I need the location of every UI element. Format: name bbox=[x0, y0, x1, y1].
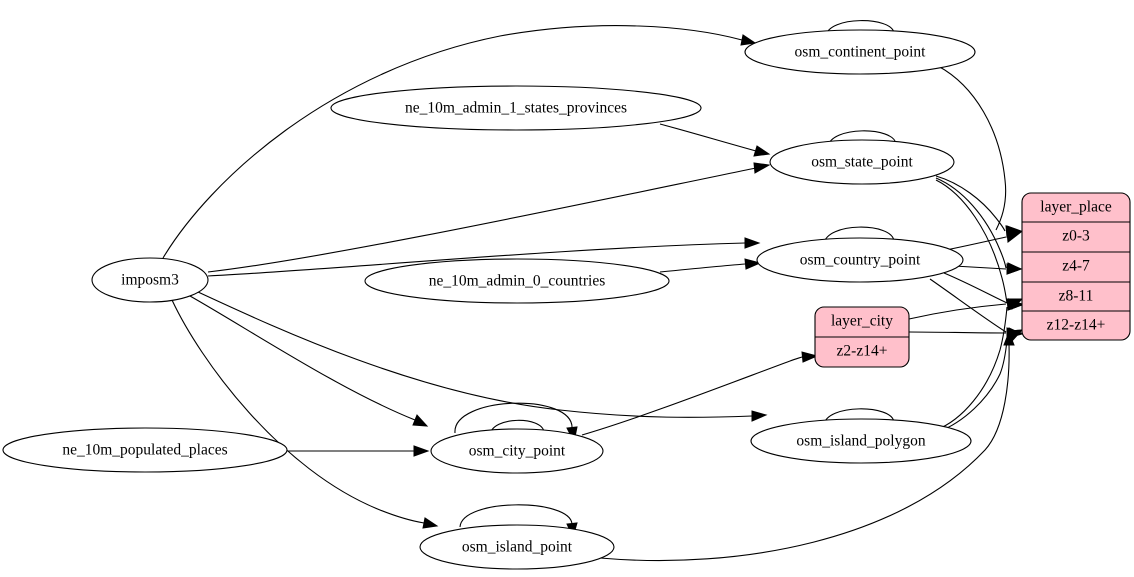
node-layer-place-body[interactable] bbox=[1021, 192, 1131, 341]
selfloop-osm-city-point-outer bbox=[454, 402, 573, 434]
edge-layer-city-to-layer-place-z8-11 bbox=[908, 303, 1007, 320]
node-ne-10m-admin-0-countries[interactable]: ne_10m_admin_0_countries bbox=[364, 258, 670, 304]
edge-osm-country-point-to-layer-place-z12-z14 bbox=[929, 278, 1007, 333]
node-osm-state-point[interactable]: osm_state_point bbox=[769, 139, 955, 185]
edge-layer-city-to-layer-place-z12-z14 bbox=[908, 331, 1007, 334]
node-imposm3[interactable]: imposm3 bbox=[91, 257, 209, 303]
node-osm-continent-point[interactable]: osm_continent_point bbox=[744, 29, 976, 75]
edge-osm-country-point-to-layer-place-z8-11 bbox=[943, 272, 1008, 304]
arrow-imposm3-to-osm-country-point bbox=[744, 237, 761, 249]
arrow-imposm3-to-osm-continent-point bbox=[740, 34, 757, 46]
edge-osm-state-point-to-layer-place-z0-3 bbox=[935, 175, 1006, 232]
node-ne-states-shape[interactable] bbox=[330, 85, 702, 131]
arrow-imposm3-to-osm-city-point bbox=[412, 414, 429, 427]
edge-osm-country-point-to-layer-place-z0-3 bbox=[945, 236, 1007, 251]
node-ne-10m-populated-places[interactable]: ne_10m_populated_places bbox=[2, 427, 288, 473]
node-osm-island-polygon-shape[interactable] bbox=[750, 418, 972, 464]
node-osm-island-point[interactable]: osm_island_point bbox=[419, 524, 615, 570]
edge-imposm3-to-osm-state-point bbox=[207, 167, 757, 273]
edge-imposm3-to-osm-island-polygon bbox=[197, 291, 753, 418]
arrow-osm-island-point-to-layer-place-z12-z14 bbox=[1003, 330, 1015, 346]
edge-imposm3-to-osm-city-point bbox=[189, 295, 416, 421]
edge-osm-island-point-to-layer-place-z12-z14 bbox=[599, 343, 1010, 562]
selfloop-osm-island-point bbox=[459, 504, 573, 528]
edge-imposm3-to-osm-island-point bbox=[171, 299, 425, 524]
arrow-osm-island-polygon-to-layer-place-z8-11 bbox=[1007, 298, 1024, 310]
node-layer-city[interactable]: layer_city z2-z14+ bbox=[814, 306, 910, 368]
edge-imposm3-to-osm-country-point bbox=[207, 242, 746, 277]
arrow-osm-country-point-to-layer-place-z0-3 bbox=[1006, 231, 1023, 243]
selfloop-osm-island-polygon bbox=[823, 408, 895, 426]
arrow-osm-country-point-to-layer-place-z4-7 bbox=[1006, 263, 1023, 275]
node-osm-country-point[interactable]: osm_country_point bbox=[756, 237, 964, 283]
node-osm-island-polygon[interactable]: osm_island_polygon bbox=[750, 418, 972, 464]
arrow-imposm3-to-osm-state-point bbox=[753, 162, 771, 174]
node-osm-city-point[interactable]: osm_city_point bbox=[430, 428, 604, 474]
node-ne-populated-shape[interactable] bbox=[2, 427, 288, 473]
node-ne-countries-shape[interactable] bbox=[364, 258, 670, 304]
edge-osm-state-point-to-layer-place-z4-7 bbox=[935, 177, 1007, 269]
node-layer: imposm3 ne_10m_admin_1_states_provinces … bbox=[2, 29, 1131, 570]
arrow-imposm3-to-osm-island-polygon bbox=[751, 410, 768, 422]
edge-osm-state-point-to-layer-place-z8-11 bbox=[935, 179, 1008, 304]
edge-osm-continent-point-to-layer-place-z0-3 bbox=[937, 65, 1007, 231]
node-osm-country-point-shape[interactable] bbox=[756, 237, 964, 283]
node-imposm3-shape[interactable] bbox=[91, 257, 209, 303]
edge-osm-island-polygon-to-layer-place-z12-z14 bbox=[937, 339, 1008, 433]
arrow-ne-populated-to-osm-city-point bbox=[413, 445, 430, 457]
edge-ne-states-to-osm-state-point bbox=[659, 123, 757, 152]
node-osm-state-point-shape[interactable] bbox=[769, 139, 955, 185]
node-osm-continent-point-shape[interactable] bbox=[744, 29, 976, 75]
arrow-imposm3-to-osm-island-point bbox=[422, 517, 439, 529]
edge-osm-island-polygon-to-layer-place-z8-11 bbox=[935, 306, 1008, 431]
edge-ne-countries-to-osm-country-point bbox=[659, 263, 746, 273]
node-ne-10m-admin-1-states-provinces[interactable]: ne_10m_admin_1_states_provinces bbox=[330, 85, 702, 131]
arrow-ne-states-to-osm-state-point bbox=[753, 145, 771, 157]
node-osm-city-point-shape[interactable] bbox=[430, 428, 604, 474]
edge-osm-city-point-to-layer-city bbox=[581, 356, 803, 436]
arrow-ne-countries-to-osm-country-point bbox=[744, 258, 762, 270]
selfloop-osm-country-point bbox=[823, 226, 895, 245]
edge-imposm3-to-osm-continent-point bbox=[162, 25, 743, 259]
arrow-osm-city-point-to-layer-city bbox=[801, 351, 819, 363]
node-osm-island-point-shape[interactable] bbox=[419, 524, 615, 570]
node-layer-place[interactable]: layer_place z0-3 z4-7 z8-11 z12-z14+ bbox=[1021, 192, 1131, 341]
